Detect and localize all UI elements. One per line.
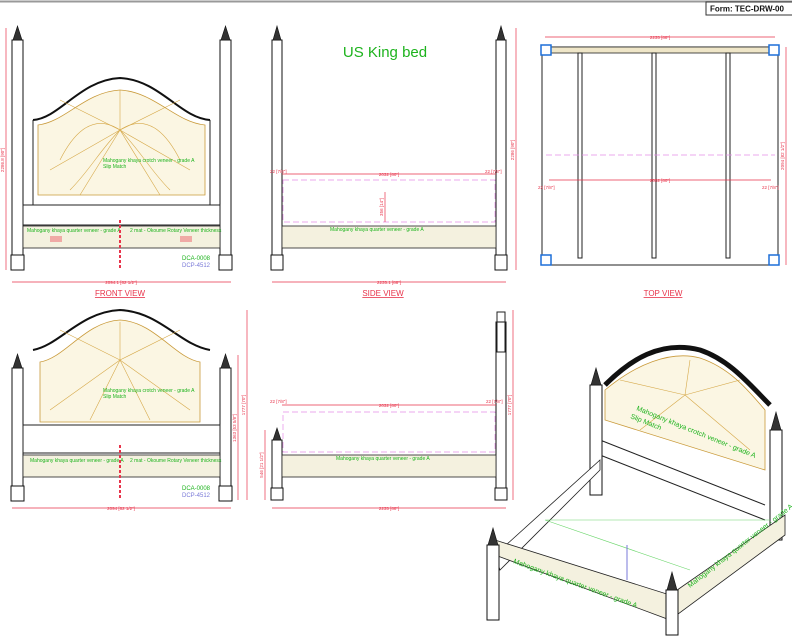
side-view: Mahogany khaya quarter veneer - grade A … [270,24,517,298]
side-rail-dim: 356 [14"] [379,198,384,216]
foot-slip-match: Slip Match [103,394,127,400]
side-quarter-note: Mahogany khaya quarter veneer - grade A [330,227,424,233]
foot-crotch-note: Mahogany khaya crotch veneer - grade A [103,388,195,394]
isometric-view: Mahogany khaya crotch veneer - grade A S… [486,344,792,636]
side-height-dim: 2286 [90"] [510,140,515,160]
fside-low-dim: 546 [21 1/2"] [259,452,264,477]
fside-quarter-note: Mahogany khaya quarter veneer - grade A [336,456,430,462]
front-okoume-note: 2 mat - Okoume Rotary Veneer thickness [130,228,222,234]
form-id: Form: TEC-DRW-00 [710,5,784,14]
front-height-dim: 2286.8 [90"] [0,148,5,172]
top-view: 2235 [88"] 2094 [82 1/2"] 2032 [80"] 22 … [538,35,787,298]
fside-inner-dim: 2032 [80"] [379,403,399,408]
side-view-label: SIDE VIEW [362,289,404,298]
foot-quarter-note: Mahogany khaya quarter veneer - grade A [30,458,124,464]
front-quarter-note: Mahogany khaya quarter veneer - grade A [27,228,121,234]
side-post-dim-left: 22 [7/8"] [270,169,287,174]
front-crotch-note: Mahogany khaya crotch veneer - grade A [103,158,195,164]
drawing-title: US King bed [343,44,427,61]
foot-width-dim: 2094 [82 1/2"] [107,506,135,511]
foot-mid-dim: 1363 [53 5/8"] [232,414,237,442]
front-part-a: DCA-0008 [182,256,211,262]
form-id-box: Form: TEC-DRW-00 [705,1,792,16]
foot-part-a: DCA-0008 [182,486,211,492]
front-view-label: FRONT VIEW [95,289,146,298]
front-width-dim: 2094.1 [82 1/2"] [105,280,137,285]
top-side-right: 22 [7/8"] [762,185,779,190]
side-length-dim: 2235.1 [88"] [377,280,401,285]
fside-post-dim-right: 22 [7/8"] [486,399,503,404]
fside-post-dim-left: 22 [7/8"] [270,399,287,404]
side-inner-dim: 2032 [80"] [379,172,399,177]
front-part-b: DCP-4512 [182,263,211,269]
top-view-label: TOP VIEW [644,289,683,298]
foot-height-dim: 1777 [70"] [241,395,246,415]
foot-part-b: DCP-4512 [182,493,211,499]
fside-length-dim: 2235 [88"] [379,506,399,511]
top-length-dim: 2235 [88"] [650,35,670,40]
top-side-left: 22 [7/8"] [538,185,555,190]
front-slip-match: Slip Match [103,164,127,170]
top-width-dim: 2094 [82 1/2"] [780,142,785,170]
fside-height-dim: 1777 [70"] [507,395,512,415]
foot-okoume-note: 2 mat - Okoume Rotary Veneer thickness [130,458,222,464]
footboard-front-view: Mahogany khaya crotch veneer - grade A S… [10,308,248,511]
footboard-side-view: Mahogany khaya quarter veneer - grade A … [259,310,514,511]
top-inner-dim: 2032 [80"] [650,178,670,183]
iso-side-rail-note: Mahogany khaya quarter veneer - grade A [687,503,792,589]
front-view: Mahogany khaya crotch veneer - grade A S… [0,25,233,298]
side-post-dim-right: 22 [7/8"] [485,169,502,174]
